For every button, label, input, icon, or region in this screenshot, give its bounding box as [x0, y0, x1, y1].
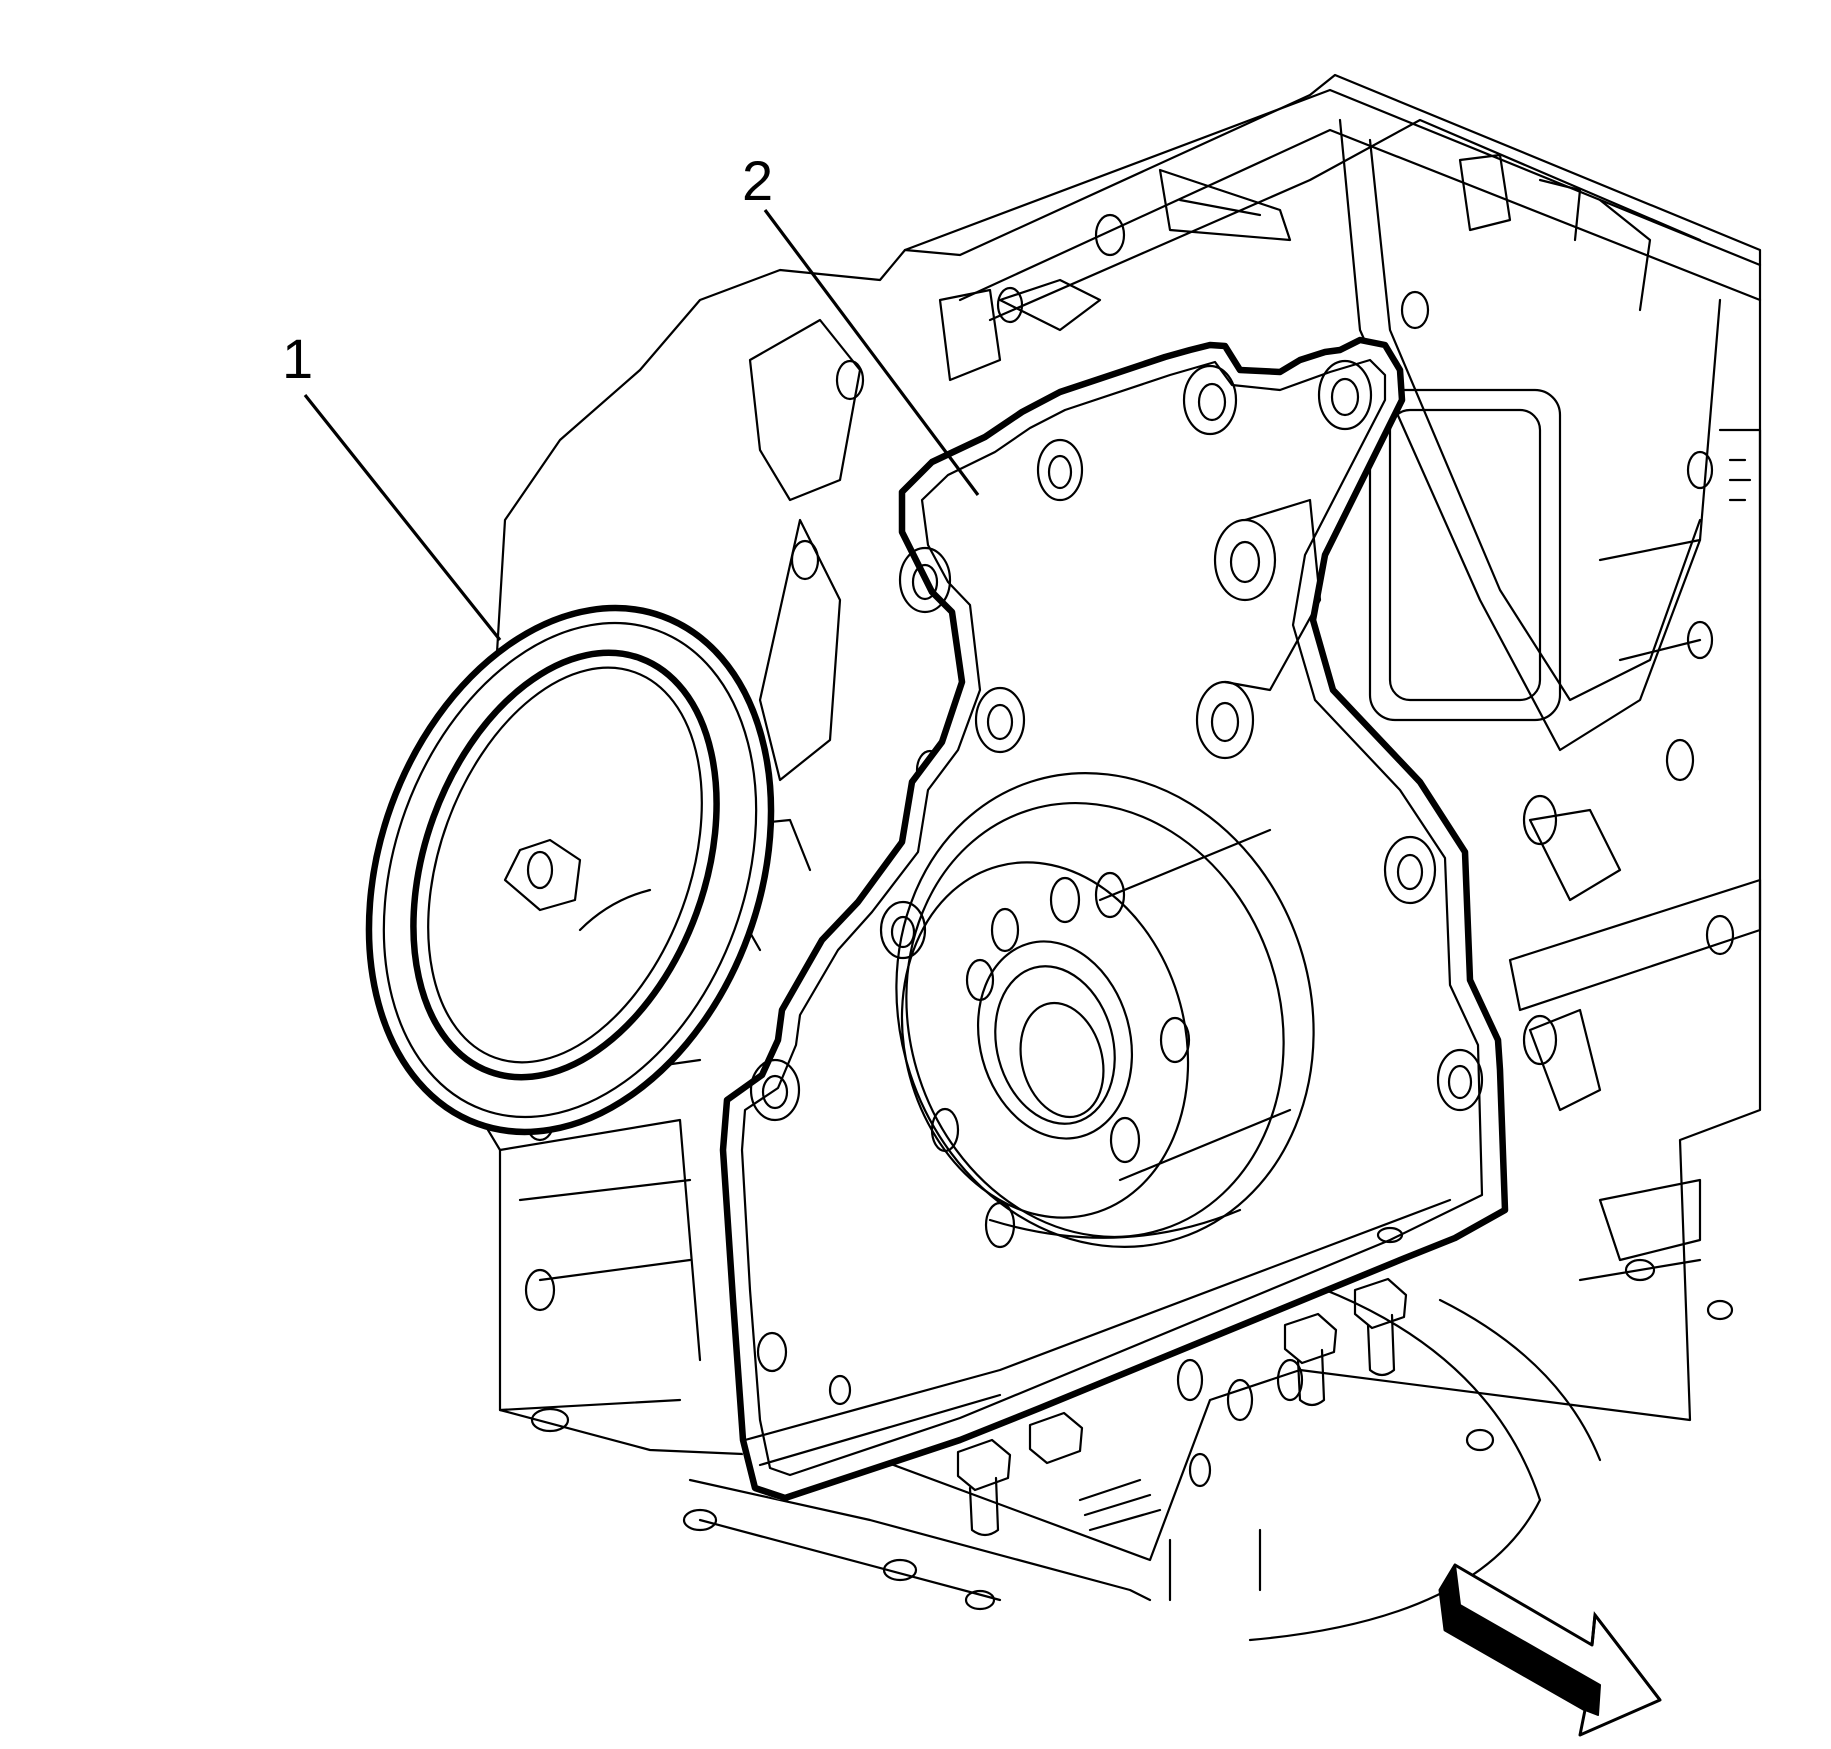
front-cover	[719, 336, 1509, 1502]
leader-line-1	[303, 394, 502, 641]
bolt-group	[956, 1277, 1408, 1537]
bolt	[1353, 1277, 1408, 1377]
crankshaft-front-seal	[365, 604, 775, 1136]
leader-lines	[303, 209, 980, 641]
front-direction-arrow-icon	[1438, 1563, 1662, 1737]
crankshaft-hub	[895, 772, 1315, 1249]
bolt	[956, 1438, 1012, 1537]
leader-line-2	[763, 209, 980, 496]
bolt	[1283, 1312, 1338, 1407]
callout-label-2: 2	[742, 149, 773, 212]
callout-label-1: 1	[282, 327, 313, 390]
engine-block	[468, 73, 1762, 1642]
bolt	[1028, 1411, 1084, 1465]
